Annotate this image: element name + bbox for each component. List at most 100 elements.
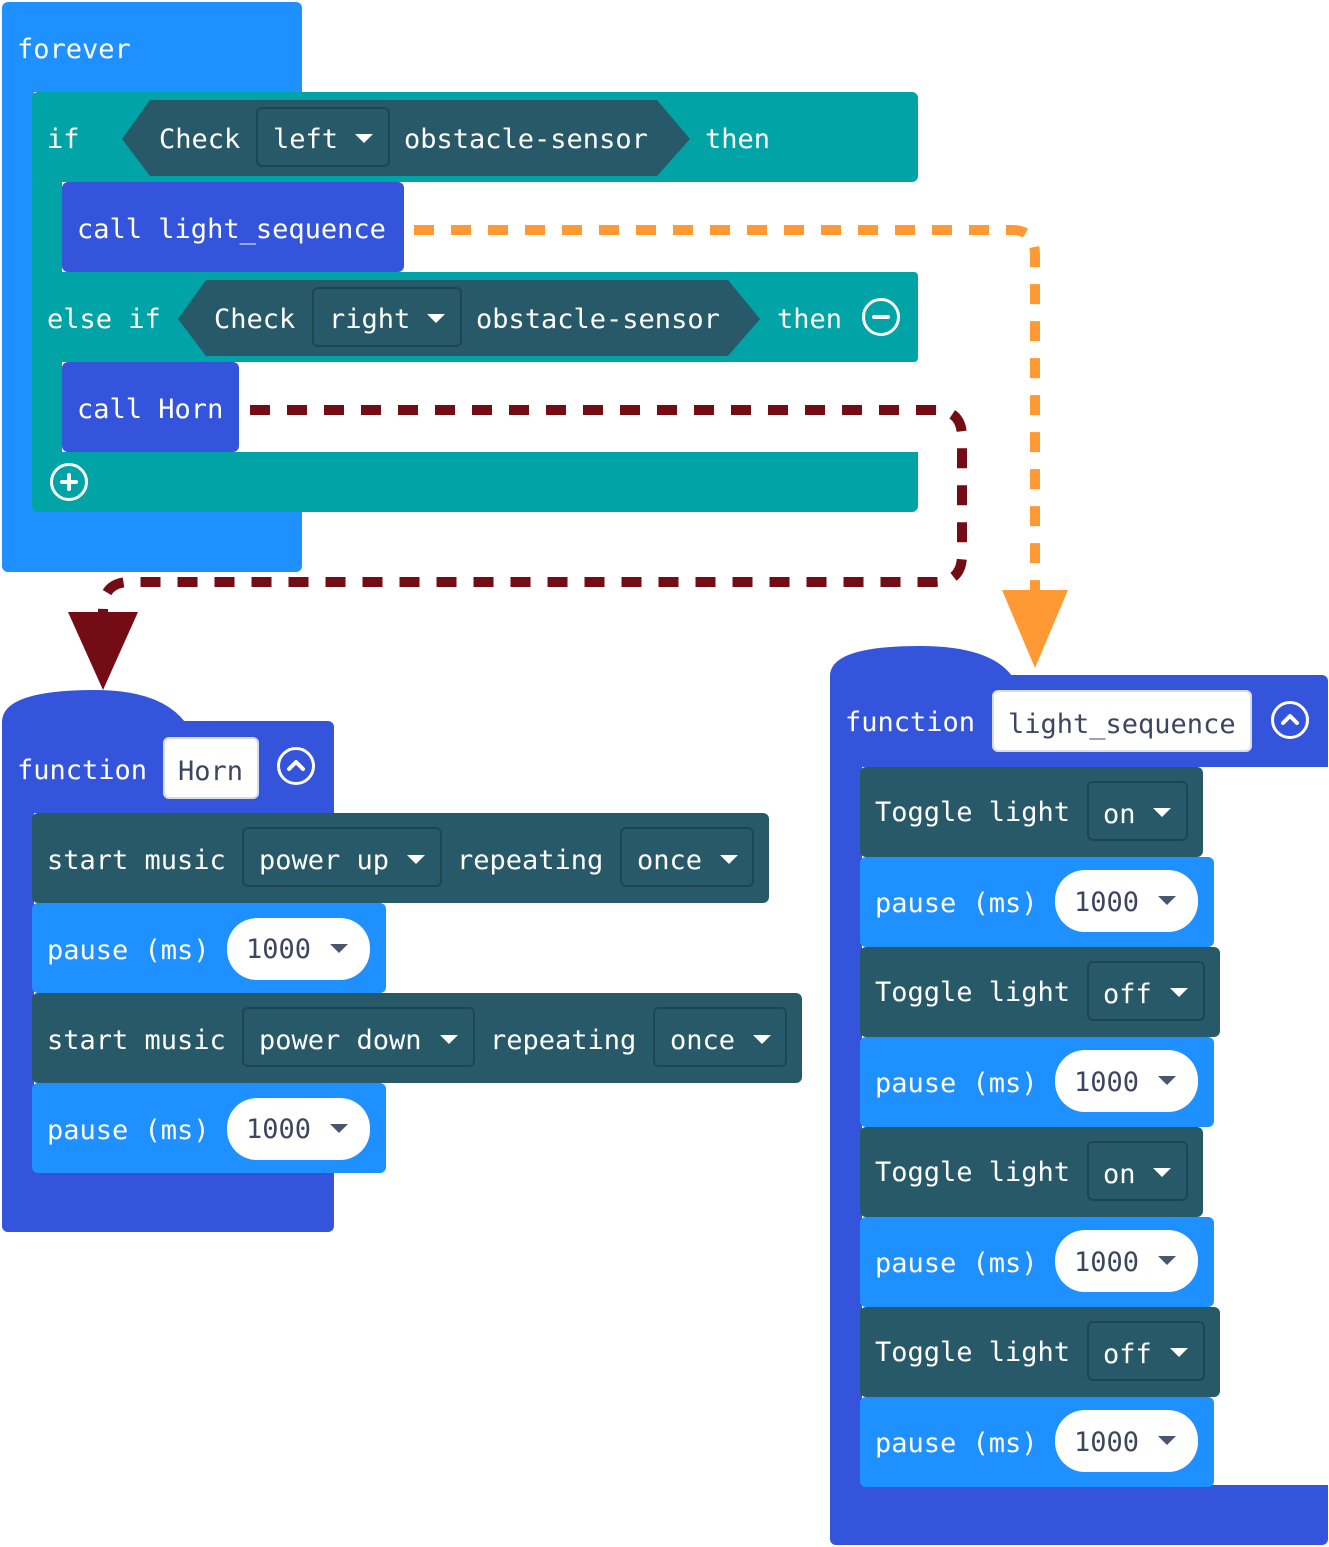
melody-dropdown[interactable]: power up — [242, 827, 442, 887]
repeat-mode-dropdown[interactable]: once — [653, 1007, 787, 1067]
pause-duration-dropdown[interactable]: 1000 — [227, 1098, 370, 1160]
horn-function-name-field[interactable]: Horn — [163, 737, 259, 799]
call-target-name: light_sequence — [158, 214, 386, 245]
call-light-sequence-block[interactable] — [62, 182, 404, 272]
start-music-label: start music — [47, 845, 226, 876]
pause-label: pause (ms) — [875, 888, 1038, 919]
pause-label: pause (ms) — [875, 1248, 1038, 1279]
check-right-label: Check — [214, 304, 296, 335]
pause-duration-value: 1000 — [1074, 1067, 1140, 1098]
chevron-down-icon — [440, 1035, 458, 1044]
chevron-down-icon — [1158, 1076, 1176, 1085]
collapse-chevron-up-icon[interactable] — [1271, 701, 1309, 739]
side-left-value: left — [273, 124, 339, 155]
light-state-dropdown[interactable]: on — [1087, 1141, 1188, 1201]
else-if-keyword: else if — [47, 304, 161, 335]
chevron-down-icon — [1158, 1256, 1176, 1265]
pause-duration-dropdown[interactable]: 1000 — [1055, 1050, 1198, 1112]
melody-value: power up — [259, 845, 390, 876]
call-keyword: call — [77, 214, 143, 245]
if-block-footer — [32, 452, 918, 512]
horn-function-footer — [2, 1170, 334, 1232]
chevron-down-icon — [407, 855, 425, 864]
then-label-1: then — [705, 124, 771, 155]
chevron-down-icon — [1158, 1436, 1176, 1445]
repeat-mode-value: once — [637, 845, 703, 876]
light-state-value: off — [1103, 1339, 1152, 1370]
start-music-label: start music — [47, 1025, 226, 1056]
chevron-down-icon — [720, 855, 738, 864]
if-block-spine — [32, 180, 62, 274]
light-state-value: off — [1103, 979, 1152, 1010]
chevron-down-icon — [330, 944, 348, 953]
forever-label: forever — [17, 34, 131, 65]
pause-duration-value: 1000 — [246, 934, 312, 965]
remove-branch-minus-icon[interactable] — [862, 298, 900, 336]
chevron-down-icon — [1158, 896, 1176, 905]
pause-label: pause (ms) — [875, 1068, 1038, 1099]
light-sequence-function-footer — [830, 1485, 1328, 1545]
pause-duration-value: 1000 — [246, 1114, 312, 1145]
pause-label: pause (ms) — [47, 1115, 210, 1146]
chevron-down-icon — [1170, 1348, 1188, 1357]
call-light-sequence-label: call light_sequence — [77, 216, 386, 243]
melody-dropdown[interactable]: power down — [242, 1007, 475, 1067]
forever-block[interactable] — [2, 2, 302, 92]
chevron-down-icon — [753, 1035, 771, 1044]
toggle-light-label: Toggle light — [875, 797, 1071, 828]
light-state-dropdown[interactable]: off — [1087, 961, 1205, 1021]
light-sequence-function-name-field[interactable]: light_sequence — [992, 690, 1252, 752]
chevron-down-icon — [427, 314, 445, 323]
horn-function-spine — [2, 810, 34, 1175]
light-state-value: on — [1103, 799, 1136, 830]
chevron-down-icon — [330, 1124, 348, 1133]
side-left-dropdown[interactable]: left — [256, 107, 390, 167]
light-state-dropdown[interactable]: off — [1087, 1321, 1205, 1381]
pause-duration-dropdown[interactable]: 1000 — [1055, 870, 1198, 932]
then-label-2: then — [777, 304, 843, 335]
pause-duration-dropdown[interactable]: 1000 — [227, 918, 370, 980]
horn-function-keyword: function — [17, 755, 148, 786]
pause-duration-value: 1000 — [1074, 1247, 1140, 1278]
check-left-label: Check — [159, 124, 241, 155]
light-sequence-function-keyword: function — [845, 707, 976, 738]
repeat-mode-value: once — [670, 1025, 736, 1056]
side-right-dropdown[interactable]: right — [312, 287, 462, 347]
call-keyword: call — [77, 394, 143, 425]
else-if-block-spine — [32, 360, 62, 454]
light-sequence-function-name: light_sequence — [1008, 709, 1236, 740]
forever-block-spine — [2, 90, 34, 515]
toggle-light-label: Toggle light — [875, 1157, 1071, 1188]
repeat-mode-dropdown[interactable]: once — [620, 827, 754, 887]
add-branch-plus-icon[interactable] — [50, 463, 88, 501]
if-keyword: if — [47, 124, 80, 155]
chevron-down-icon — [355, 134, 373, 143]
chevron-down-icon — [1170, 988, 1188, 997]
side-right-value: right — [329, 304, 411, 335]
pause-label: pause (ms) — [875, 1428, 1038, 1459]
toggle-light-label: Toggle light — [875, 1337, 1071, 1368]
repeating-label: repeating — [490, 1025, 637, 1056]
pause-duration-value: 1000 — [1074, 887, 1140, 918]
call-horn-label: call Horn — [77, 396, 223, 423]
light-state-dropdown[interactable]: on — [1087, 781, 1188, 841]
pause-duration-value: 1000 — [1074, 1427, 1140, 1458]
collapse-chevron-up-icon[interactable] — [277, 747, 315, 785]
sensor-label-2: obstacle-sensor — [476, 304, 720, 335]
orange-arrowhead-icon — [1002, 590, 1068, 668]
forever-block-footer — [2, 510, 302, 572]
call-target-name: Horn — [158, 394, 224, 425]
toggle-light-label: Toggle light — [875, 977, 1071, 1008]
pause-label: pause (ms) — [47, 935, 210, 966]
repeating-label: repeating — [457, 845, 604, 876]
chevron-down-icon — [1153, 808, 1171, 817]
horn-function-name: Horn — [178, 756, 244, 787]
melody-value: power down — [259, 1025, 422, 1056]
light-sequence-function-spine — [830, 765, 862, 1490]
darkred-arrowhead-icon — [68, 612, 138, 690]
pause-duration-dropdown[interactable]: 1000 — [1055, 1410, 1198, 1472]
light-state-value: on — [1103, 1159, 1136, 1190]
chevron-down-icon — [1153, 1168, 1171, 1177]
sensor-label-1: obstacle-sensor — [404, 124, 648, 155]
pause-duration-dropdown[interactable]: 1000 — [1055, 1230, 1198, 1292]
